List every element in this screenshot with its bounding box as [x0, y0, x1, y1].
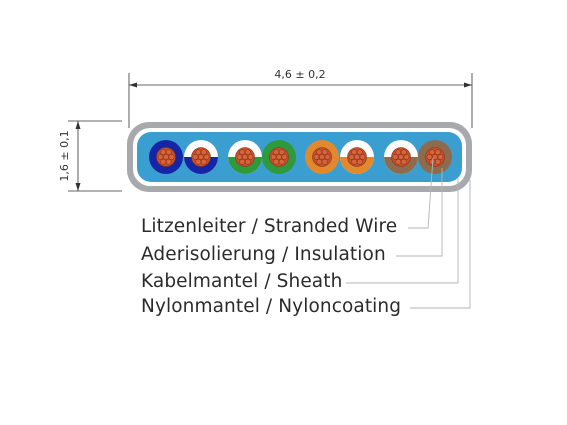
conductor-white-blue: [184, 140, 218, 174]
stranded-wire: [425, 147, 445, 167]
width-dimension-label: 4,6 ± 0,2: [274, 68, 325, 81]
conductor-white-orange: [340, 140, 374, 174]
label-nyloncoating: Nylonmantel / Nyloncoating: [141, 296, 402, 317]
conductor-white-brown: [384, 140, 418, 174]
leader-line-stranded-wire: [408, 157, 434, 229]
label-sheath: Kabelmantel / Sheath: [141, 271, 343, 292]
leader-line-insulation: [396, 168, 443, 257]
conductor-orange: [305, 140, 339, 174]
leader-line-sheath: [346, 178, 459, 284]
height-dimension: [68, 120, 122, 192]
stranded-wire: [191, 147, 211, 167]
conductors: [149, 140, 452, 174]
stranded-wire: [391, 147, 411, 167]
conductor-blue: [149, 140, 183, 174]
stranded-wire: [269, 147, 289, 167]
stranded-wire: [156, 147, 176, 167]
conductor-brown: [418, 140, 452, 174]
cable-sheath: [137, 132, 462, 182]
label-insulation: Aderisolierung / Insulation: [141, 244, 386, 265]
stranded-wire: [235, 147, 255, 167]
stranded-wire: [347, 147, 367, 167]
conductor-white-green: [228, 140, 262, 174]
stranded-wire: [312, 147, 332, 167]
leader-lines: [346, 157, 471, 309]
conductor-green: [262, 140, 296, 174]
label-stranded-wire: Litzenleiter / Stranded Wire: [141, 216, 398, 237]
height-dimension-label: 1,6 ± 0,1: [58, 130, 71, 181]
leader-line-nyloncoating: [410, 180, 471, 309]
width-dimension: [128, 73, 473, 128]
